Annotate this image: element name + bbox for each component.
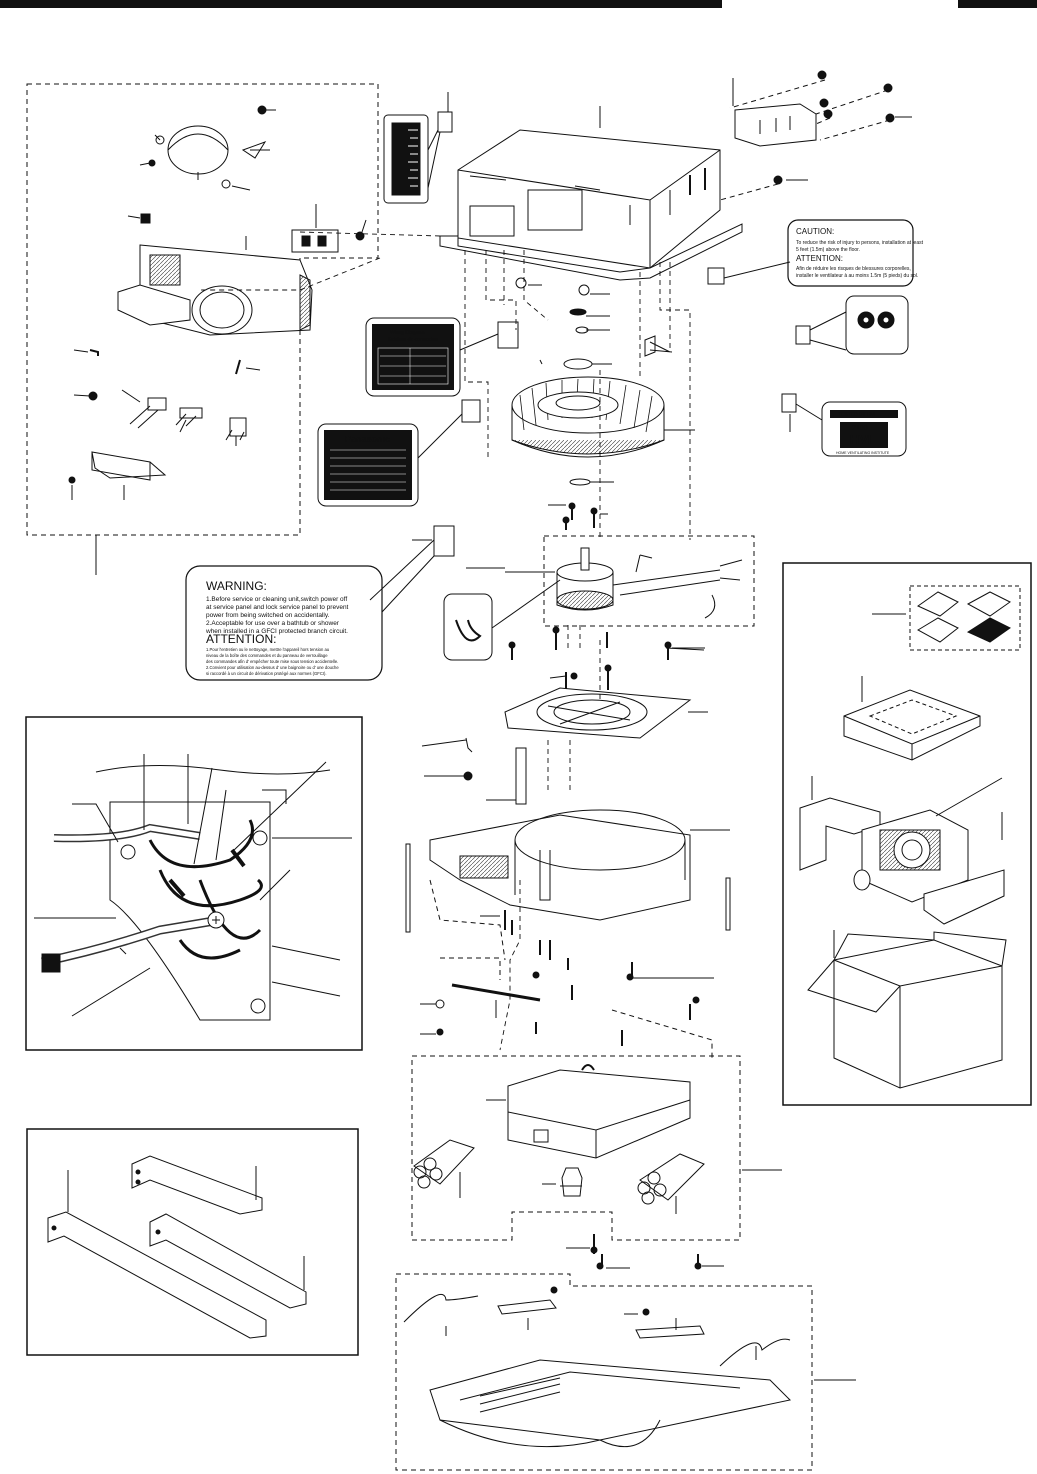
scale-label [383, 111, 453, 204]
warning-fr-line-3: des commandes afin d' empêcher toute mis… [206, 659, 338, 664]
caution-line-1: To reduce the risk of injury to persons,… [796, 240, 924, 246]
warning-line-1: 1.Before service or cleaning unit,switch… [206, 596, 347, 603]
blower-wheel-group [511, 277, 791, 530]
warning-fr-line-1: 1.Pour l'entretien ou le nettoyage, mett… [206, 647, 330, 652]
caution-heading: CAUTION: [796, 227, 834, 236]
caution-fr-line-2: installer le ventilateur à au moins 1.5m… [796, 273, 918, 279]
receptacle-label [795, 295, 909, 355]
blower-housing [405, 737, 731, 1058]
light-module [411, 1055, 782, 1270]
damper-assembly-group [26, 83, 379, 575]
mounting-brackets-box [26, 1128, 359, 1356]
wiring-subtitle: Schéma de connexion [388, 337, 438, 343]
hvi-certification-label: TESTED BY HVI 2100 HVI HOME VENTILATING … [781, 393, 907, 457]
motor-group [443, 535, 755, 661]
header-bar-left [0, 0, 722, 8]
warning-line-2: at service panel and lock service panel … [206, 604, 349, 611]
main-housing [439, 70, 912, 281]
warning-line-4: 2.Acceptable for use over a bathtub or s… [206, 620, 340, 627]
mounting-plate [504, 626, 706, 739]
wiring-diagram-label: Wiring Diagram Schéma de connexion [365, 317, 519, 397]
wiring-title: Wiring Diagram [390, 330, 424, 336]
warning-line-5: when installed in a GFCI protected branc… [205, 628, 348, 635]
assembly-guide-lines [200, 231, 691, 1051]
caution-fr-line-1: Afin de réduire les risques de blessures… [796, 266, 911, 272]
hvi-tested-text: TESTED BY HVI [838, 412, 875, 418]
warning-heading: WARNING: [206, 579, 267, 593]
warning-fr-line-2: niveau de la boîte des commandes et du p… [206, 653, 328, 658]
leader-lines [466, 359, 708, 1101]
wiring-detail-box [25, 716, 363, 1051]
packaging-box [782, 562, 1032, 1106]
warning-fr-line-4: 2.Convient pour utilisation au-dessus d'… [206, 665, 339, 670]
hvi-logo-text: HVI [850, 432, 872, 447]
warning-fr-heading: ATTENTION: [206, 632, 276, 646]
caution-fr-heading: ATTENTION: [796, 254, 843, 263]
caution-label: CAUTION: To reduce the risk of injury to… [707, 219, 924, 287]
warning-line-3: power from being switched on accidentall… [206, 612, 330, 619]
grille-assembly [395, 1273, 856, 1471]
warning-fr-line-5: si raccordé à un circuit de dérivation p… [206, 671, 327, 676]
rating-brand: Panasonic [345, 434, 390, 444]
caution-line-2: 5 feet (1.5m) above the floor. [796, 247, 860, 253]
header-bar-right [958, 0, 1037, 8]
warning-label: WARNING: 1.Before service or cleaning un… [185, 525, 455, 681]
hvi-number: 2100 [852, 425, 868, 432]
rating-label: Panasonic [317, 399, 481, 507]
hvi-bottom-text: HOME VENTILATING INSTITUTE [836, 451, 890, 455]
